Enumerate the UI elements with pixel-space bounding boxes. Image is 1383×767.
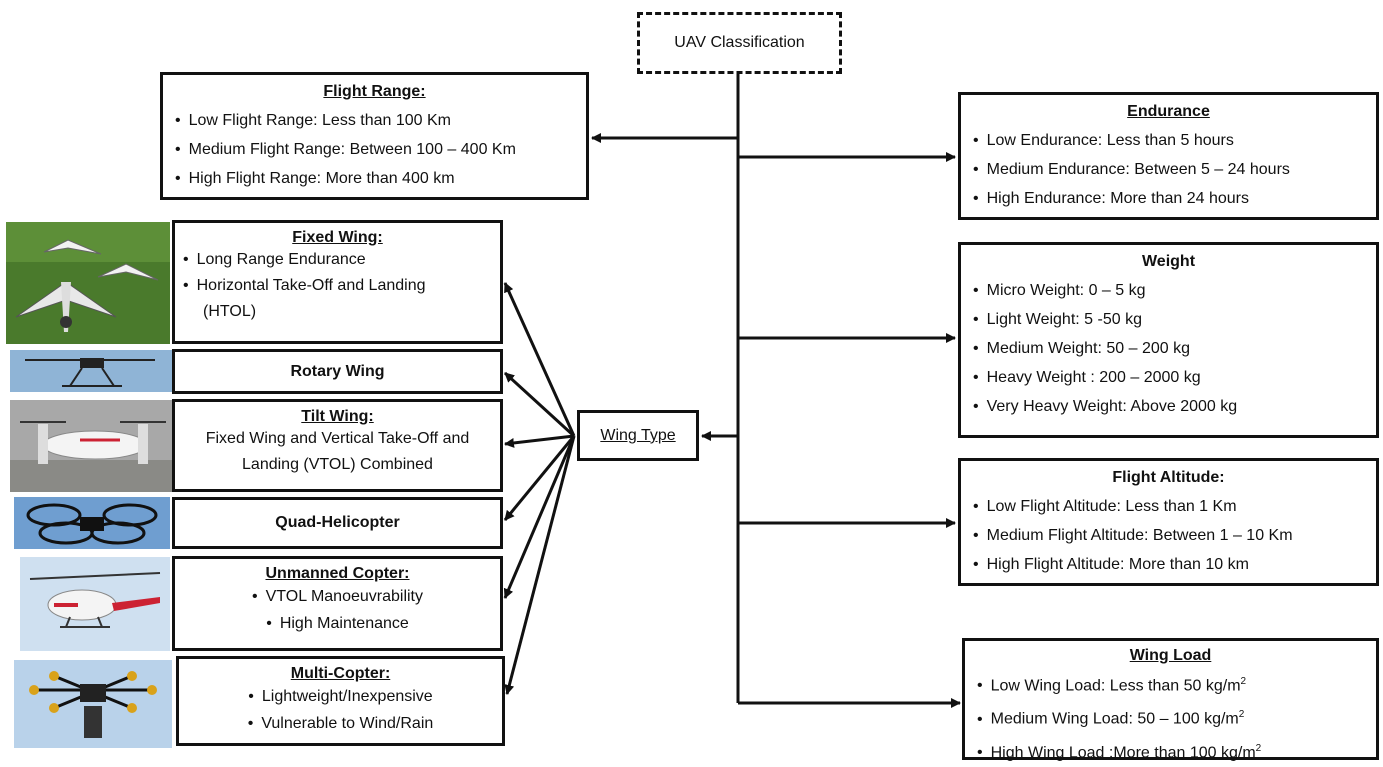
unmanned-helicopter-photo bbox=[20, 557, 170, 651]
flight-range-item: High Flight Range: More than 400 km bbox=[175, 164, 586, 193]
unmanned-copter-item: VTOL Manoeuvrability bbox=[175, 583, 500, 610]
weight-item: Medium Weight: 50 – 200 kg bbox=[973, 334, 1376, 363]
wing-type-label: Wing Type bbox=[600, 426, 676, 444]
quad-helicopter-title: Quad-Helicopter bbox=[275, 514, 400, 531]
flight-range-item: Low Flight Range: Less than 100 Km bbox=[175, 106, 586, 135]
endurance-item: High Endurance: More than 24 hours bbox=[973, 184, 1376, 213]
wing-load-box: Wing Load Low Wing Load: Less than 50 kg… bbox=[962, 638, 1379, 761]
wing-load-item-text: Low Wing Load: Less than 50 kg/m bbox=[990, 677, 1241, 695]
wing-load-item-text: Medium Wing Load: 50 – 100 kg/m bbox=[990, 710, 1239, 728]
tilt-wing-desc: Landing (VTOL) Combined bbox=[242, 456, 433, 473]
exponent: 2 bbox=[1240, 676, 1247, 687]
quad-helicopter-box: Quad-Helicopter bbox=[172, 497, 503, 549]
multi-copter-title: Multi-Copter: bbox=[290, 665, 391, 682]
multi-copter-box: Multi-Copter: Lightweight/Inexpensive Vu… bbox=[176, 656, 505, 746]
rotary-wing-drone-photo bbox=[10, 350, 172, 392]
tilt-wing-aircraft-photo bbox=[10, 400, 172, 492]
fixed-wing-box: Fixed Wing: Long Range Endurance Horizon… bbox=[172, 220, 503, 344]
flight-altitude-box: Flight Altitude: Low Flight Altitude: Le… bbox=[958, 458, 1379, 586]
multi-copter-item: Lightweight/Inexpensive bbox=[179, 683, 502, 710]
flight-range-title: Flight Range: bbox=[323, 83, 426, 100]
rotary-wing-box: Rotary Wing bbox=[172, 349, 503, 394]
unmanned-copter-title: Unmanned Copter: bbox=[265, 565, 410, 582]
flight-altitude-item: Medium Flight Altitude: Between 1 – 10 K… bbox=[973, 521, 1376, 550]
weight-item: Light Weight: 5 -50 kg bbox=[973, 305, 1376, 334]
weight-item: Heavy Weight : 200 – 2000 kg bbox=[973, 363, 1376, 392]
quad-helicopter-photo bbox=[14, 497, 170, 549]
exponent: 2 bbox=[1238, 709, 1245, 721]
multi-copter-item: Vulnerable to Wind/Rain bbox=[179, 710, 502, 737]
fixed-wing-title: Fixed Wing: bbox=[292, 229, 383, 246]
rotary-wing-title: Rotary Wing bbox=[290, 362, 385, 380]
uav-classification-root: UAV Classification bbox=[637, 12, 842, 74]
wing-load-item: Medium Wing Load: 50 – 100 kg/m2 bbox=[977, 700, 1376, 733]
exponent: 2 bbox=[1255, 742, 1262, 754]
fixed-wing-drones-photo bbox=[6, 222, 170, 344]
flight-range-box: Flight Range: Low Flight Range: Less tha… bbox=[160, 72, 589, 200]
tilt-wing-desc: Fixed Wing and Vertical Take-Off and bbox=[205, 430, 470, 447]
endurance-title: Endurance bbox=[1127, 103, 1210, 120]
flight-altitude-item: Low Flight Altitude: Less than 1 Km bbox=[973, 492, 1376, 521]
unmanned-copter-box: Unmanned Copter: VTOL Manoeuvrability Hi… bbox=[172, 556, 503, 651]
endurance-item: Medium Endurance: Between 5 – 24 hours bbox=[973, 155, 1376, 184]
weight-title: Weight bbox=[1141, 253, 1196, 270]
tilt-wing-box: Tilt Wing: Fixed Wing and Vertical Take-… bbox=[172, 399, 503, 492]
fixed-wing-item: Horizontal Take-Off and Landing bbox=[183, 273, 500, 299]
flight-altitude-title: Flight Altitude: bbox=[1112, 469, 1225, 486]
wing-load-item: High Wing Load :More than 100 kg/m2 bbox=[977, 734, 1376, 767]
wing-load-title: Wing Load bbox=[1129, 647, 1212, 664]
endurance-item: Low Endurance: Less than 5 hours bbox=[973, 126, 1376, 155]
weight-box: Weight Micro Weight: 0 – 5 kg Light Weig… bbox=[958, 242, 1379, 438]
tilt-wing-title: Tilt Wing: bbox=[301, 408, 374, 425]
wing-load-item: Low Wing Load: Less than 50 kg/m2 bbox=[977, 667, 1376, 700]
fixed-wing-item: Long Range Endurance bbox=[183, 247, 500, 273]
flight-range-item: Medium Flight Range: Between 100 – 400 K… bbox=[175, 135, 586, 164]
unmanned-copter-item: High Maintenance bbox=[175, 610, 500, 637]
weight-item: Very Heavy Weight: Above 2000 kg bbox=[973, 392, 1376, 421]
endurance-box: Endurance Low Endurance: Less than 5 hou… bbox=[958, 92, 1379, 220]
multi-copter-photo bbox=[14, 660, 172, 748]
root-label: UAV Classification bbox=[674, 34, 805, 51]
weight-item: Micro Weight: 0 – 5 kg bbox=[973, 276, 1376, 305]
wing-load-item-text: High Wing Load :More than 100 kg/m bbox=[990, 743, 1256, 761]
flight-altitude-item: High Flight Altitude: More than 10 km bbox=[973, 550, 1376, 579]
wing-type-box: Wing Type bbox=[577, 410, 699, 461]
fixed-wing-extra: (HTOL) bbox=[203, 303, 257, 320]
